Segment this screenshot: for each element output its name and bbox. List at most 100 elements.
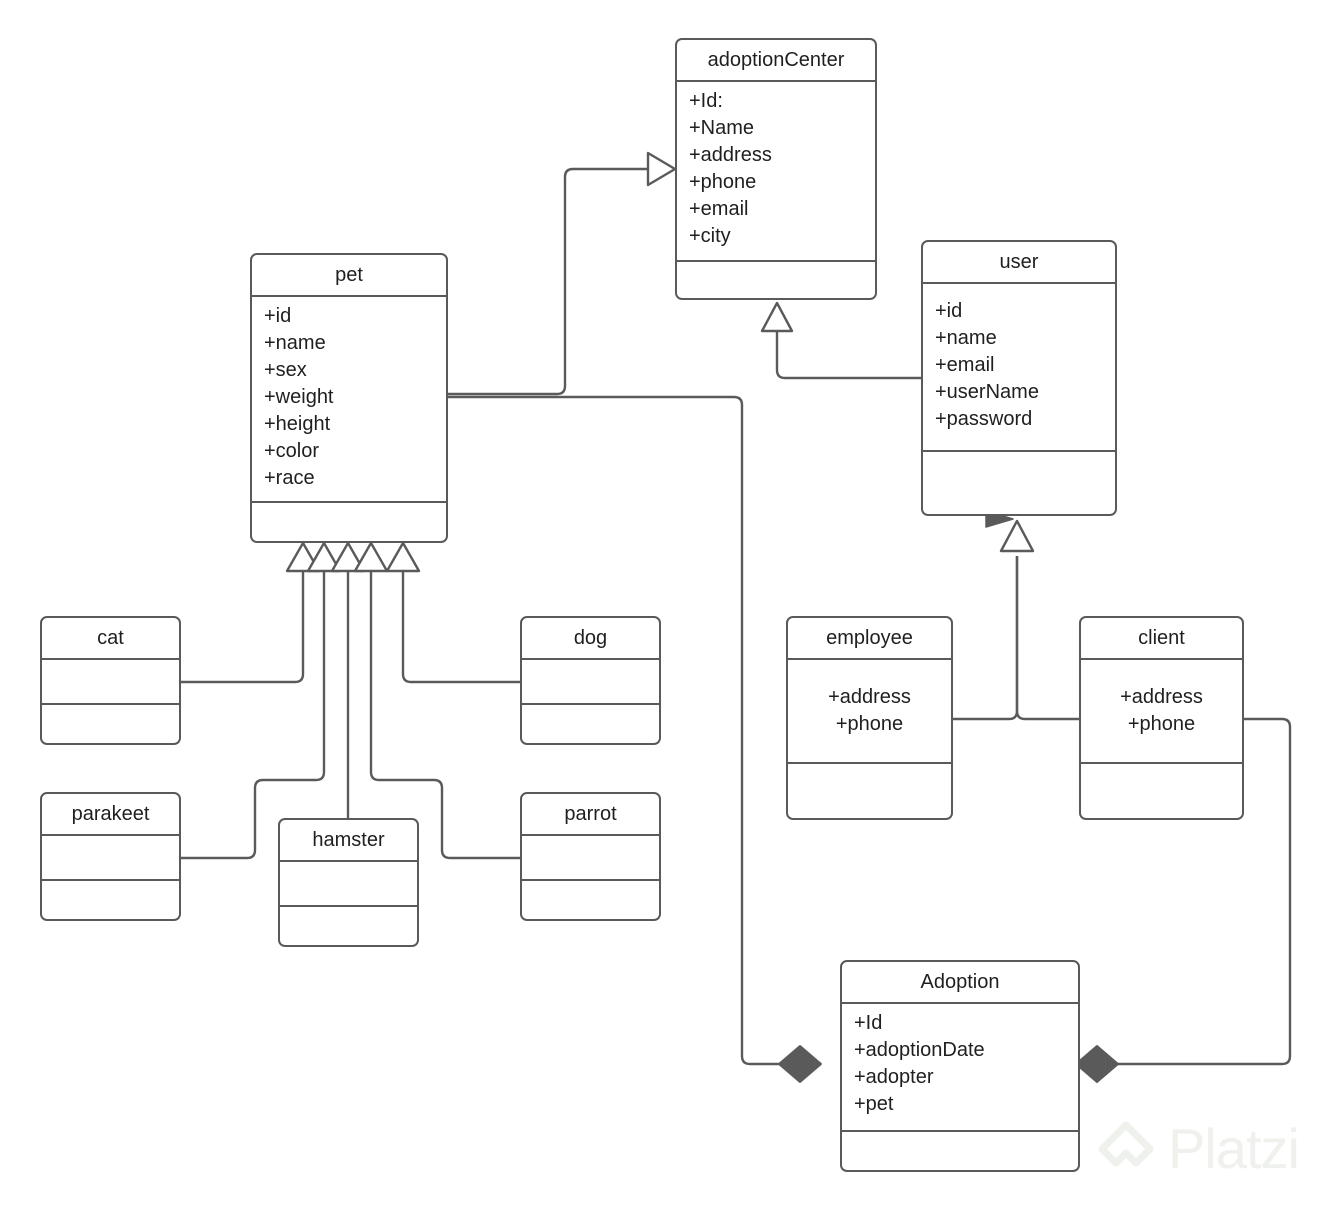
attribute-row: +sex: [264, 359, 307, 381]
generalization-triangle-pet-2: [306, 541, 342, 573]
class-title-adoption: Adoption: [920, 971, 1000, 993]
class-box-pet[interactable]: pet +id +name +sex +weight +height +colo…: [250, 253, 448, 543]
connector-parakeet-to-pet: [181, 570, 326, 860]
class-separator: [42, 879, 179, 882]
class-separator: [252, 501, 446, 503]
class-separator: [280, 860, 417, 862]
connector-pet-to-adoptioncenter: [448, 167, 648, 396]
attribute-row: +height: [264, 413, 331, 435]
attribute-row: +id: [935, 300, 963, 322]
connector-employee-to-user: [953, 556, 1019, 721]
attribute-row: +pet: [854, 1093, 894, 1115]
class-title-parrot: parrot: [564, 803, 617, 825]
connector-parrot-to-pet: [369, 570, 520, 860]
attribute-row: +email: [935, 354, 995, 376]
class-box-hamster[interactable]: hamster: [278, 818, 419, 947]
class-attributes-cat: [42, 660, 179, 703]
attribute-row: +race: [264, 467, 315, 489]
attribute-row: +weight: [264, 386, 334, 408]
class-box-employee[interactable]: employee +address +phone: [786, 616, 953, 820]
class-separator: [252, 295, 446, 297]
composition-diamond-adoption-left: [778, 1045, 822, 1083]
class-title-employee: employee: [826, 627, 913, 649]
generalization-triangle-pet-3: [330, 541, 366, 573]
class-separator: [1081, 658, 1242, 660]
attribute-row: +phone: [835, 712, 904, 735]
attribute-row: +email: [689, 198, 749, 220]
attribute-row: +userName: [935, 381, 1039, 403]
class-methods-client: [1081, 764, 1242, 818]
attribute-row: +address: [828, 685, 911, 708]
class-methods-parakeet: [42, 881, 179, 919]
class-methods-parrot: [522, 881, 659, 919]
platzi-wordmark: Platzi: [1168, 1117, 1300, 1180]
generalization-triangle-pet-4: [353, 541, 389, 573]
class-box-adoption[interactable]: Adoption +Id +adoptionDate +adopter +pet: [840, 960, 1080, 1172]
attribute-row: +city: [689, 225, 731, 247]
attribute-row: +color: [264, 440, 320, 462]
class-box-client[interactable]: client +address +phone: [1079, 616, 1244, 820]
class-methods-adoption: [842, 1132, 1078, 1170]
class-attributes-parakeet: [42, 836, 179, 879]
platzi-logo-icon: [1098, 1121, 1154, 1167]
generalization-arrowhead-adoptioncenter-left: [646, 151, 677, 187]
attribute-row: +Id: [854, 1012, 883, 1034]
class-separator: [842, 1130, 1078, 1132]
attribute-row: +adopter: [854, 1066, 934, 1088]
class-separator: [42, 703, 179, 706]
connector-client-to-user: [1015, 556, 1079, 721]
class-methods-employee: [788, 764, 951, 818]
class-methods-hamster: [280, 907, 417, 945]
class-separator: [677, 260, 875, 262]
class-methods-adoptioncenter: [677, 262, 875, 298]
attribute-row: +password: [935, 408, 1033, 430]
class-attributes-client: +address +phone: [1081, 660, 1242, 762]
generalization-triangle-adoptioncenter-bottom: [760, 301, 794, 333]
class-methods-dog: [522, 705, 659, 743]
class-box-user[interactable]: user +id +name +email +userName +passwor…: [921, 240, 1117, 516]
class-box-cat[interactable]: cat: [40, 616, 181, 745]
class-methods-user: [923, 452, 1115, 514]
generalization-triangle-user-bottom: [999, 519, 1035, 553]
class-title-user: user: [999, 251, 1039, 273]
class-separator: [677, 80, 875, 82]
class-attributes-hamster: [280, 862, 417, 905]
composition-diamond-adoption-right: [1075, 1045, 1119, 1083]
class-title-dog: dog: [573, 627, 608, 649]
class-attributes-pet: +id +name +sex +weight +height +color +r…: [252, 297, 446, 501]
class-attributes-dog: [522, 660, 659, 703]
attribute-row: +address: [689, 144, 772, 166]
class-separator: [923, 282, 1115, 284]
class-separator: [923, 450, 1115, 452]
class-title-pet: pet: [335, 264, 363, 286]
attribute-row: +Id:: [689, 90, 723, 112]
attribute-row: +id: [264, 305, 292, 327]
class-attributes-employee: +address +phone: [788, 660, 951, 762]
class-box-adoptioncenter[interactable]: adoptionCenter +Id: +Name +address +phon…: [675, 38, 877, 300]
attribute-row: +phone: [689, 171, 757, 193]
attribute-row: +name: [935, 327, 997, 349]
class-title-adoptioncenter: adoptionCenter: [707, 49, 845, 71]
generalization-triangle-pet-1: [285, 541, 321, 573]
class-methods-pet: [252, 503, 446, 541]
class-box-parrot[interactable]: parrot: [520, 792, 661, 921]
class-title-cat: cat: [97, 627, 124, 649]
connector-cat-to-pet: [181, 570, 305, 684]
class-attributes-adoptioncenter: +Id: +Name +address +phone +email +city: [677, 82, 875, 260]
class-methods-cat: [42, 705, 179, 743]
class-box-dog[interactable]: dog: [520, 616, 661, 745]
class-title-client: client: [1138, 627, 1185, 649]
class-separator: [42, 834, 179, 836]
class-attributes-user: +id +name +email +userName +password: [923, 284, 1115, 450]
class-separator: [280, 905, 417, 908]
class-separator: [842, 1002, 1078, 1004]
attribute-row: +adoptionDate: [854, 1039, 985, 1061]
attribute-row: +address: [1120, 685, 1203, 708]
class-title-parakeet: parakeet: [71, 803, 150, 825]
class-title-hamster: hamster: [312, 829, 385, 851]
class-attributes-adoption: +Id +adoptionDate +adopter +pet: [842, 1004, 1078, 1130]
class-box-parakeet[interactable]: parakeet: [40, 792, 181, 921]
attribute-row: +name: [264, 332, 326, 354]
